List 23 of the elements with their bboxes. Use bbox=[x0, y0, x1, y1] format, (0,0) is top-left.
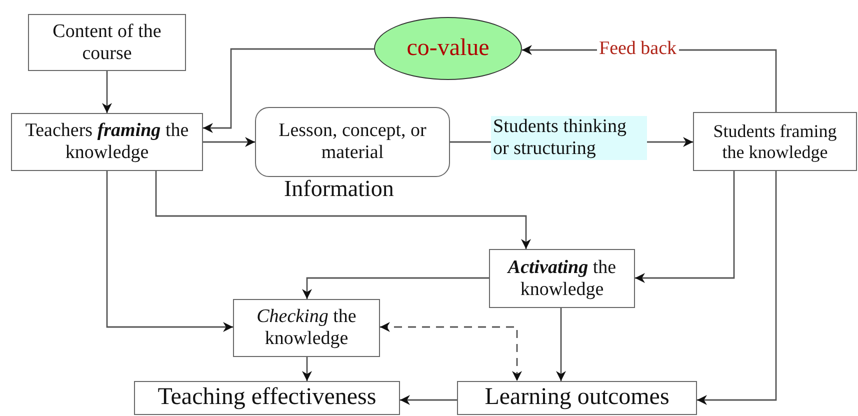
arrow bbox=[400, 395, 457, 405]
edge-label: Students thinking or structuring bbox=[491, 116, 647, 160]
arrow bbox=[106, 171, 233, 332]
process-box: Students framing the knowledge bbox=[693, 112, 857, 171]
arrow bbox=[102, 71, 112, 113]
arrow bbox=[697, 171, 777, 405]
rounded-box: Lesson, concept, or material bbox=[255, 107, 450, 177]
process-box: Content of the course bbox=[28, 14, 186, 71]
process-box: Checking the knowledge bbox=[233, 299, 380, 357]
arrow bbox=[155, 171, 531, 249]
arrow bbox=[635, 171, 735, 283]
arrow bbox=[302, 357, 312, 381]
outcome-box: Teaching effectiveness bbox=[134, 381, 400, 415]
dashed-arrow bbox=[380, 322, 522, 381]
process-box: Activating the knowledge bbox=[489, 249, 635, 308]
outcome-box: Learning outcomes bbox=[457, 381, 697, 415]
arrow bbox=[203, 137, 255, 147]
value-ellipse: co-value bbox=[374, 17, 522, 80]
process-box: Teachers framing the knowledge bbox=[11, 113, 203, 171]
caption-label: Information bbox=[284, 176, 394, 202]
arrow bbox=[556, 308, 566, 381]
arrow bbox=[203, 48, 374, 133]
arrow bbox=[302, 277, 489, 299]
